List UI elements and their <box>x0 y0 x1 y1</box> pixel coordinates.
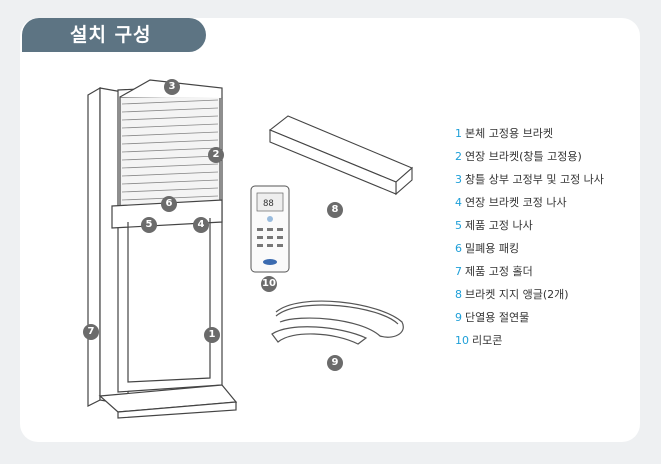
window-bracket-frame <box>87 79 238 419</box>
callout-badge-8: 8 <box>327 202 343 218</box>
callout-badge-2: 2 <box>208 147 224 163</box>
callout-badge-7: 7 <box>83 324 99 340</box>
page-title: 설치 구성 <box>22 18 206 52</box>
support-angle <box>268 115 414 196</box>
louver-lines <box>121 99 219 201</box>
callout-badge-6: 6 <box>161 196 177 212</box>
insulation-ring <box>271 300 404 345</box>
callout-badge-9: 9 <box>327 355 343 371</box>
callout-badge-3: 3 <box>164 79 180 95</box>
callout-badge-4: 4 <box>193 217 209 233</box>
callout-badge-1: 1 <box>204 327 220 343</box>
callout-badge-10: 10 <box>261 276 277 292</box>
remote-control: 88 <box>250 185 290 273</box>
callout-badge-5: 5 <box>141 217 157 233</box>
remote-display: 88 <box>263 199 274 209</box>
